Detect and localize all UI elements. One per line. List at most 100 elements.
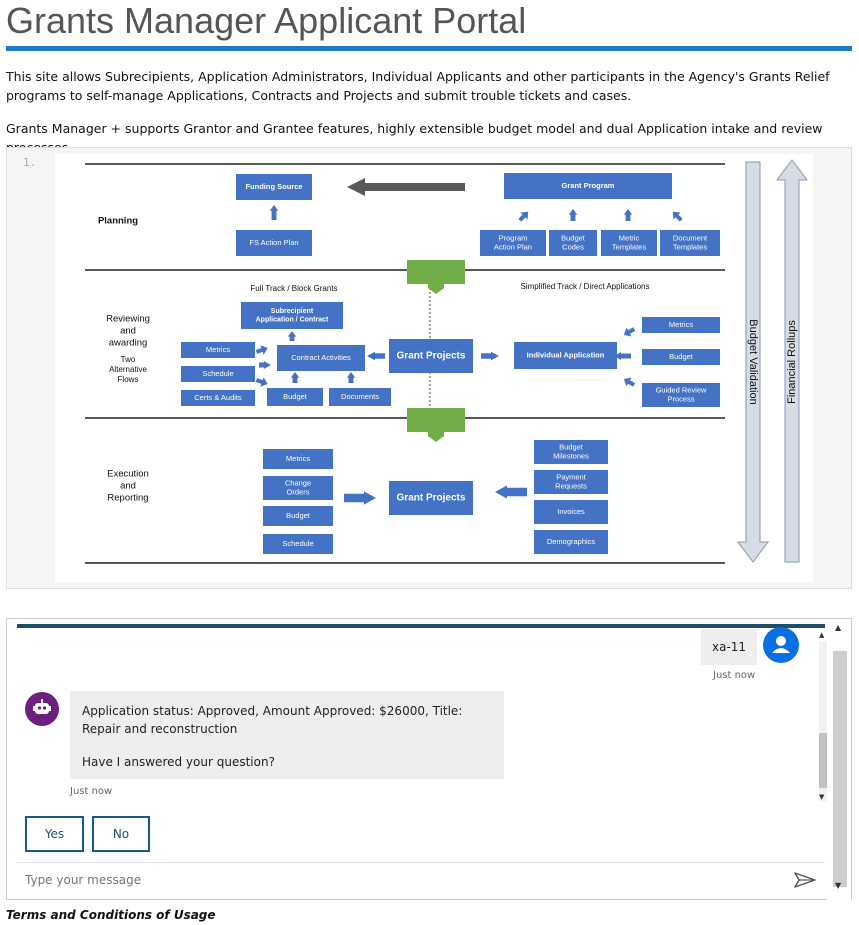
title-underline [6,46,852,51]
rv-budget-box-label: Budget [283,392,308,401]
rv-budget-box [267,388,323,406]
terms-link[interactable]: Terms and Conditions of Usage [6,908,216,922]
green-arrow-1 [407,260,465,294]
ex-budget-box [263,506,333,526]
outer-scroll-down-icon[interactable]: ▼ [835,881,842,890]
budget-validation-arrow [737,161,769,563]
certs-box-label: Certs & Audits [194,393,242,402]
budget-codes-box [549,230,597,256]
message-input[interactable] [17,863,777,896]
guided-review-box [642,383,720,407]
arrow-gp-to-ia [481,351,499,361]
arrow-metrics [255,345,268,355]
financial-rollups-label: Financial Rollups [786,320,798,404]
rv-documents-box [329,388,391,406]
arrow-fs-up [269,205,279,220]
ex-metrics-box [263,449,333,469]
arrow-sub-up [287,331,297,341]
send-icon[interactable] [793,871,817,889]
budget-codes-box-label-line-1: Budget [561,233,586,242]
full-track-label: Full Track / Block Grants [250,284,337,293]
no-button[interactable]: No [92,816,150,852]
financial-rollups-arrow [776,159,808,563]
funding-source-box-label: Funding Source [245,182,302,191]
fs-action-plan-box [236,230,312,256]
budget-codes-box-label-line-2: Codes [562,243,584,252]
arrow-guided [623,377,636,387]
metrics-box [181,342,255,358]
simplified-track-label: Simplified Track / Direct Applications [521,282,650,291]
metric-templates-box [601,230,657,256]
payment-requests-box-label-line-2: Requests [555,482,587,491]
ex-change-orders-box-label-line-2: Orders [287,488,310,497]
ex-change-orders-box [263,476,333,500]
payment-requests-box [534,470,608,494]
schedule-box [181,366,255,382]
subrecipient-app-box [241,302,343,329]
scroll-down-icon[interactable]: ▼ [819,793,825,801]
payment-requests-box-label-line-1: Payment [556,472,587,481]
ex-change-orders-box-label-line-1: Change [285,478,311,487]
reviewing-label-line-1: Reviewing [106,314,150,325]
user-icon [763,627,799,663]
outer-scroll-up-icon[interactable]: ▲ [835,623,842,632]
bot-icon [25,692,59,726]
yes-button[interactable]: Yes [25,816,84,852]
fs-action-plan-box-label: FS Action Plan [249,238,298,247]
demographics-box-label: Demographics [547,537,596,546]
alt-flows-label-line-3: Flows [118,375,139,384]
arrow-docs-up [346,372,356,383]
planning-label: Planning [98,216,138,227]
budget-milestones-box [534,440,608,464]
message-scrollbar[interactable] [819,641,829,801]
bot-message-text: Application status: Approved, Amount App… [82,704,463,736]
chat-scrollbar[interactable]: ▲ ▼ [827,619,851,900]
arrow-bc [568,209,578,221]
grant-projects-box-label: Grant Projects [397,351,466,362]
ex-metrics-box-label: Metrics [286,454,310,463]
scroll-up-icon[interactable]: ▲ [819,631,825,639]
arrow-pap [518,211,529,222]
metrics-box-label: Metrics [206,345,230,354]
user-message: xa-11 [701,629,758,665]
alt-flows-label-line-2: Alternative [109,365,147,374]
guided-review-box-label-line-1: Guided Review [656,385,707,394]
arrow-right-metrics [623,327,636,337]
message-scrollbar-thumb[interactable] [819,733,829,788]
budget-validation-label: Budget Validation [747,319,759,404]
section-dividers [85,163,725,564]
document-templates-box-label-line-1: Document [673,233,708,242]
chat-widget: ▲ ▼ ▲ ▼ xa-11 Just now Application statu… [6,618,852,900]
grant-projects-box [389,339,473,373]
guided-review-box-label-line-2: Process [667,395,694,404]
program-action-plan-box-label-line-1: Program [499,233,528,242]
arrow-right-budget [614,352,631,360]
arrow-budget-up [290,372,300,383]
invoices-box-label: Invoices [557,507,585,516]
invoices-box [534,500,608,524]
right-budget-box [642,349,720,365]
reviewing-label-line-3: awarding [109,337,148,348]
arrow-dt [672,211,683,222]
individual-application-box-label: Individual Application [527,350,605,359]
arrow-mt [623,209,633,221]
subrecipient-app-box-label-line-2: Application / Contract [256,317,329,324]
bot-message-time: Just now [70,786,113,797]
right-metrics-box-label: Metrics [669,320,693,329]
ex-schedule-box-label: Schedule [282,539,313,548]
message-composer [17,862,825,896]
green-arrow-2 [407,408,465,442]
execution-label-line-3: Reporting [107,492,148,503]
document-templates-box-label-line-2: Templates [673,243,707,252]
arrow-ex-right [495,485,527,499]
chat-scrollbar-thumb[interactable] [833,651,847,887]
arrow-program-to-funding [347,178,465,196]
alt-flows-label-line-1: Two [121,355,136,364]
ex-grant-projects-box [389,481,473,515]
budget-milestones-box-label-line-2: Milestones [553,452,589,461]
subrecipient-app-box-label-line-1: Subrecipient [271,308,314,315]
ex-grant-projects-box-label: Grant Projects [397,493,466,504]
page-title: Grants Manager Applicant Portal [6,0,527,41]
